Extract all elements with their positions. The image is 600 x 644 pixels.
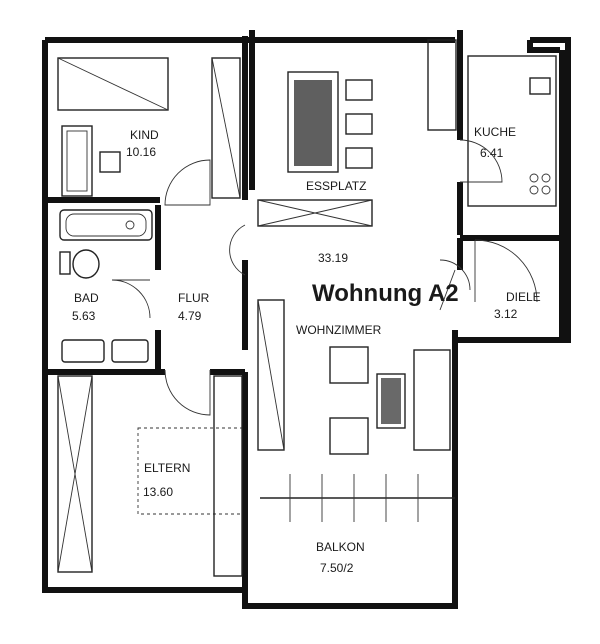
kind-area: 10.16 xyxy=(126,145,156,159)
eltern-furniture xyxy=(57,375,243,577)
balkon-name: BALKON xyxy=(316,540,365,554)
kind-name: KIND xyxy=(130,128,159,142)
flur-doors xyxy=(164,159,246,416)
kuche-area: 6.41 xyxy=(480,146,504,160)
bad-name: BAD xyxy=(74,291,99,305)
diele-name: DIELE xyxy=(506,290,541,304)
bad-fixtures xyxy=(59,209,153,363)
flur-name: FLUR xyxy=(178,291,210,305)
kuche-name: KUCHE xyxy=(474,125,516,139)
diele-area: 3.12 xyxy=(494,307,518,321)
wohnzimmer-furniture xyxy=(257,259,471,455)
flur-area: 4.79 xyxy=(178,309,202,323)
bad-area: 5.63 xyxy=(72,309,96,323)
interior-walls xyxy=(45,30,562,606)
balkon-area: 7.50/2 xyxy=(320,561,354,575)
essplatz-name: ESSPLATZ xyxy=(306,179,366,193)
room-labels: KIND 10.16 BAD 5.63 FLUR 4.79 ELTERN 13.… xyxy=(72,125,541,575)
kind-furniture xyxy=(57,57,241,199)
kuche-fixtures xyxy=(459,55,557,207)
eltern-area: 13.60 xyxy=(143,485,173,499)
balkon-railing xyxy=(260,474,455,522)
plan-title: Wohnung A2 xyxy=(312,280,459,307)
essplatz-furniture xyxy=(257,39,457,227)
wohn-area: 33.19 xyxy=(318,251,348,265)
eltern-name: ELTERN xyxy=(144,461,190,475)
wohn-name: WOHNZIMMER xyxy=(296,323,382,337)
diele-door xyxy=(474,239,538,303)
